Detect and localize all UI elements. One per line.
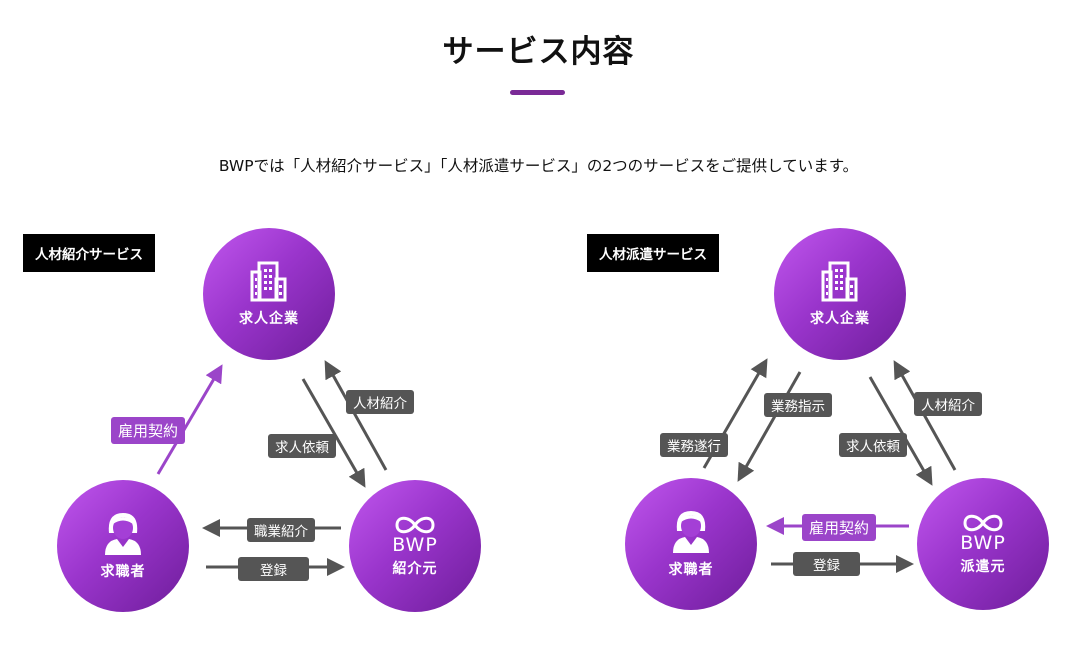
node-label: 紹介元 bbox=[392, 561, 438, 577]
node-label: 派遣元 bbox=[960, 559, 1006, 575]
arrow-employment bbox=[156, 364, 223, 475]
brand-label: BWP bbox=[960, 532, 1006, 554]
flow-label-introduce: 人材紹介 bbox=[346, 390, 414, 414]
infinity-logo-icon bbox=[395, 516, 435, 534]
flow-label-request: 求人依頼 bbox=[839, 433, 907, 457]
flow-label-employment: 雇用契約 bbox=[802, 514, 877, 541]
node-company: 求人企業 bbox=[203, 228, 335, 360]
person-icon bbox=[105, 513, 141, 555]
building-icon bbox=[821, 261, 858, 302]
infinity-logo-icon bbox=[963, 514, 1003, 532]
flow-label-request: 求人依頼 bbox=[268, 434, 336, 458]
brand-label: BWP bbox=[392, 534, 438, 556]
flow-label-instruct: 業務指示 bbox=[764, 393, 832, 417]
title-underline bbox=[510, 90, 565, 95]
node-label: 求職者 bbox=[100, 564, 146, 580]
arrow-request bbox=[868, 376, 933, 486]
building-icon bbox=[250, 261, 287, 302]
intro-text: BWPでは「人材紹介サービス」「人材派遣サービス」の2つのサービスをご提供してい… bbox=[218, 157, 859, 175]
flow-label-employment: 雇用契約 bbox=[111, 417, 186, 444]
node-label: 求職者 bbox=[668, 562, 714, 578]
diagram-recruitment: 人材紹介サービス 求人企業 求職者 BWP 紹介元 雇用契約 求人依頼 人材紹介… bbox=[23, 222, 543, 642]
arrow-introduce bbox=[893, 360, 957, 471]
flow-label-register: 登録 bbox=[238, 557, 309, 581]
node-seeker: 求職者 bbox=[625, 478, 757, 610]
service-tag: 人材紹介サービス bbox=[23, 234, 155, 272]
arrow-introduce bbox=[324, 360, 388, 471]
flow-label-introduce: 人材紹介 bbox=[914, 392, 982, 416]
flow-label-register: 登録 bbox=[793, 552, 860, 576]
arrow-instruct bbox=[737, 371, 802, 482]
node-bwp: BWP 紹介元 bbox=[349, 480, 481, 612]
person-icon bbox=[673, 511, 709, 553]
flow-label-job-intro: 職業紹介 bbox=[247, 518, 315, 542]
node-label: 求人企業 bbox=[239, 311, 299, 327]
service-tag: 人材派遣サービス bbox=[587, 234, 719, 272]
flow-label-perform: 業務遂行 bbox=[660, 433, 728, 457]
node-seeker: 求職者 bbox=[57, 480, 189, 612]
page-title: サービス内容 bbox=[442, 34, 635, 70]
node-company: 求人企業 bbox=[774, 228, 906, 360]
node-label: 求人企業 bbox=[810, 311, 870, 327]
diagram-dispatch: 人材派遣サービス 求人企業 求職者 BWP 派遣元 業務遂行 業務指示 求人依頼… bbox=[587, 222, 1077, 642]
node-bwp: BWP 派遣元 bbox=[917, 478, 1049, 610]
arrow-request bbox=[301, 378, 366, 488]
